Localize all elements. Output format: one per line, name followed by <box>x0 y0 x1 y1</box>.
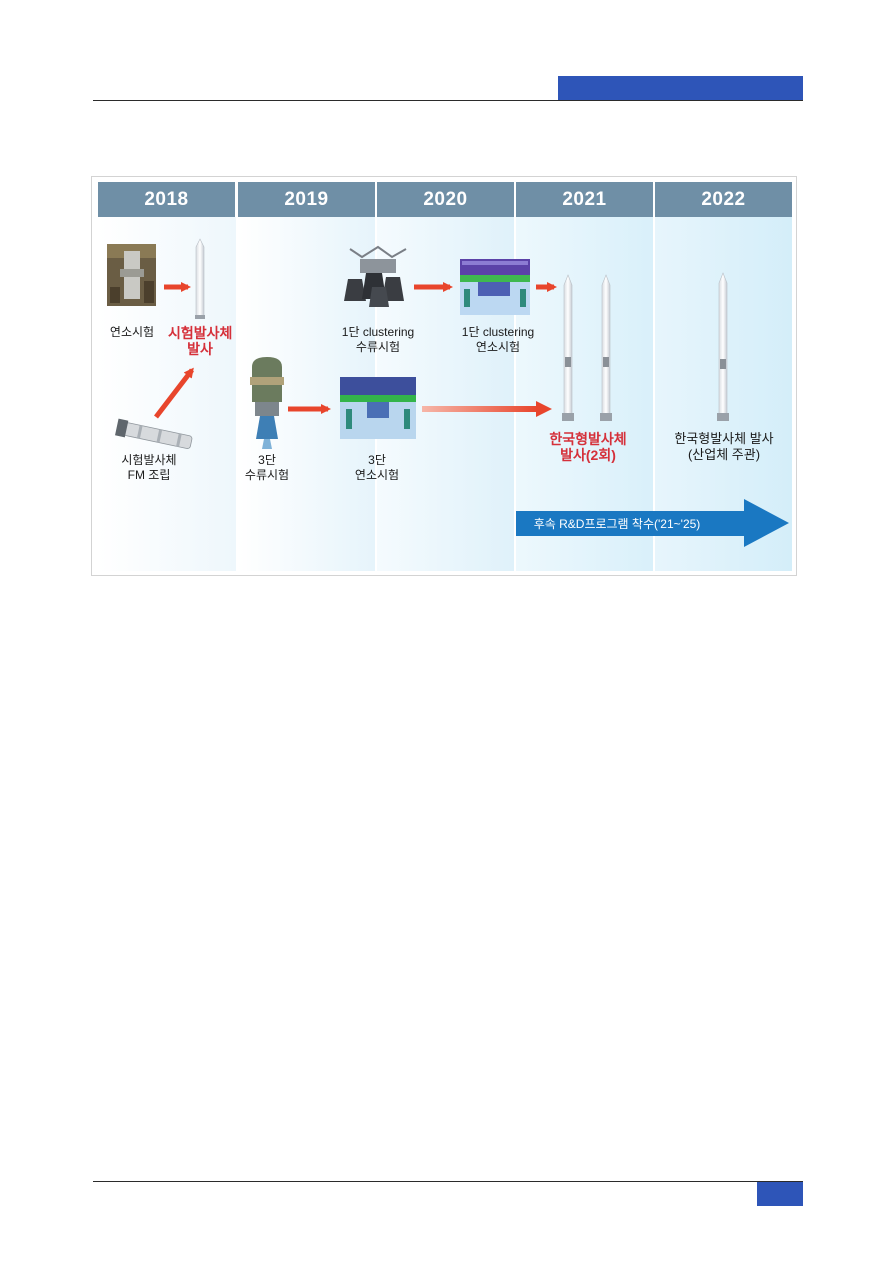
followup-program-arrow <box>516 499 789 547</box>
launch-roadmap-figure: 2018 2019 2020 2021 2022 <box>91 176 797 576</box>
stage3-combustion-image <box>340 377 416 439</box>
arrow-stage3-to-launch <box>422 406 538 412</box>
stage3-water-test-image <box>250 357 284 449</box>
korean-launch-vehicle-1 <box>562 274 574 421</box>
label-stage3-water: 3단 수류시험 <box>244 453 290 482</box>
label-cluster-water: 1단 clustering 수류시험 <box>341 325 415 354</box>
year-header-2018: 2018 <box>98 182 235 217</box>
label-fm-assembly: 시험발사체 FM 조립 <box>121 453 177 482</box>
label-stage3-combustion: 3단 연소시험 <box>354 453 400 482</box>
combustion-test-photo <box>107 244 156 306</box>
arrow-assembly-to-launch <box>154 367 194 419</box>
label-combustion-test: 연소시험 <box>109 325 155 339</box>
year-header-2019: 2019 <box>238 182 375 217</box>
label-test-launch: 시험발사체 발사 <box>168 325 233 357</box>
year-header-2022: 2022 <box>655 182 792 217</box>
label-cluster-combustion: 1단 clustering 연소시험 <box>461 325 535 354</box>
year-header-2020: 2020 <box>377 182 514 217</box>
cluster-water-test-image <box>344 245 407 307</box>
followup-program-label: 후속 R&D프로그램 착수('21~'25) <box>533 517 701 531</box>
roadmap-graphics <box>107 238 789 547</box>
header-rule <box>93 100 803 101</box>
label-industry-launch: 한국형발사체 발사 (산업체 주관) <box>674 431 774 462</box>
fm-assembly-image <box>115 418 193 449</box>
footer-page-tab <box>757 1182 803 1206</box>
industry-launch-vehicle <box>717 272 729 421</box>
header-accent-tab <box>558 76 803 100</box>
korean-launch-vehicle-2 <box>600 274 612 421</box>
label-korean-launch: 한국형발사체 발사(2회) <box>549 431 627 463</box>
year-header-2021: 2021 <box>516 182 653 217</box>
cluster-combustion-image <box>460 259 530 315</box>
test-vehicle-rocket <box>195 238 205 319</box>
footer-rule <box>93 1181 803 1182</box>
